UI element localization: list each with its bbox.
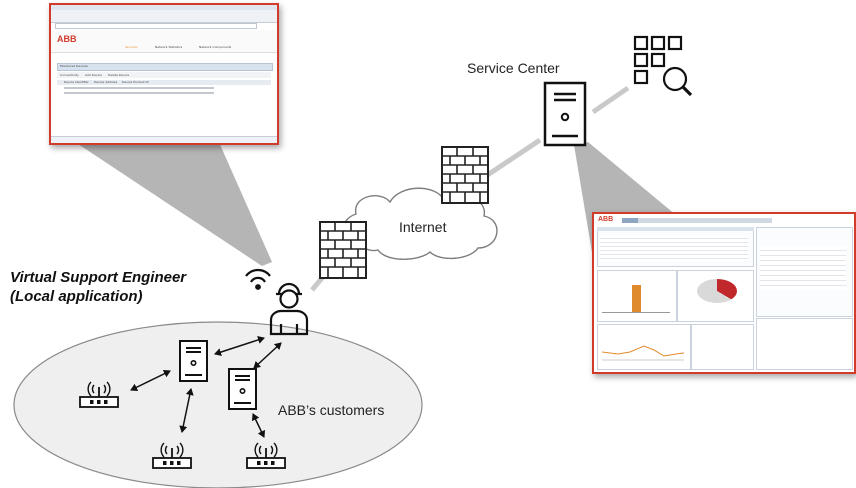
local-app-screenshot: ABB Services Network Statistics Network … <box>49 3 279 145</box>
link-arrow <box>253 342 282 369</box>
column-header: Device Identifier <box>64 80 89 84</box>
router-icon <box>152 442 192 469</box>
event-panel <box>691 324 754 370</box>
address-bar <box>55 23 257 29</box>
firewall-icon <box>441 146 489 204</box>
abb-logo: ABB <box>57 34 77 44</box>
abb-logo: ABB <box>598 216 614 223</box>
panel-header <box>57 63 273 71</box>
link-arrow <box>214 336 265 356</box>
panel-title: Monitored Devices <box>60 64 88 68</box>
line-chart-panel <box>597 324 691 370</box>
cloud-icon <box>343 187 498 260</box>
internet-label: Internet <box>399 219 447 235</box>
table-row[interactable] <box>64 87 214 89</box>
delete-device-button[interactable]: Delete Device <box>108 73 130 77</box>
vse-subtitle: (Local application) <box>10 288 143 305</box>
column-header: Device Product ID <box>122 80 149 84</box>
server-icon <box>228 368 257 410</box>
column-header: Device Address <box>94 80 118 84</box>
table-header <box>57 80 271 85</box>
connection-line <box>484 137 542 179</box>
panel-title-bar <box>597 227 754 231</box>
link-arrow <box>130 370 171 391</box>
connectivity-button[interactable]: Connectivity <box>60 73 79 77</box>
dashboard-screenshot: ABB <box>592 212 856 374</box>
engineer-icon <box>269 282 309 336</box>
server-icon <box>543 81 587 147</box>
app-header <box>51 30 277 53</box>
callout-beam-left <box>72 140 272 266</box>
button-row <box>57 72 271 78</box>
wifi-icon <box>245 268 271 290</box>
status-bar <box>51 136 277 143</box>
row-lines <box>600 235 748 261</box>
firewall-icon <box>319 221 367 279</box>
connection-line <box>591 85 630 115</box>
vse-title: Virtual Support Engineer <box>10 269 187 286</box>
service-center-label: Service Center <box>467 60 560 76</box>
customers-ellipse <box>13 321 423 488</box>
link-arrow <box>179 388 194 433</box>
nav-item: Network Components <box>199 45 232 49</box>
router-icon <box>79 381 119 408</box>
add-device-button[interactable]: Add Device <box>85 73 103 77</box>
pie-chart <box>697 279 737 303</box>
side-panel-lower <box>756 318 853 370</box>
nav-item: Services <box>125 45 138 49</box>
table-row[interactable] <box>64 92 214 94</box>
customers-label: ABB’s customers <box>278 402 385 418</box>
browser-toolbar <box>51 10 277 23</box>
dashboard-tabs <box>622 218 772 223</box>
server-icon <box>179 340 208 382</box>
grid-magnifier-icon <box>633 35 693 97</box>
router-icon <box>246 442 286 469</box>
line-chart <box>601 345 685 361</box>
window-titlebar <box>51 5 277 10</box>
tab-active[interactable] <box>622 218 638 223</box>
link-arrow <box>251 413 266 438</box>
chart-axis <box>602 312 670 313</box>
nav-item: Network Statistics <box>155 45 183 49</box>
side-list <box>760 246 846 290</box>
chart-bar <box>632 285 641 312</box>
